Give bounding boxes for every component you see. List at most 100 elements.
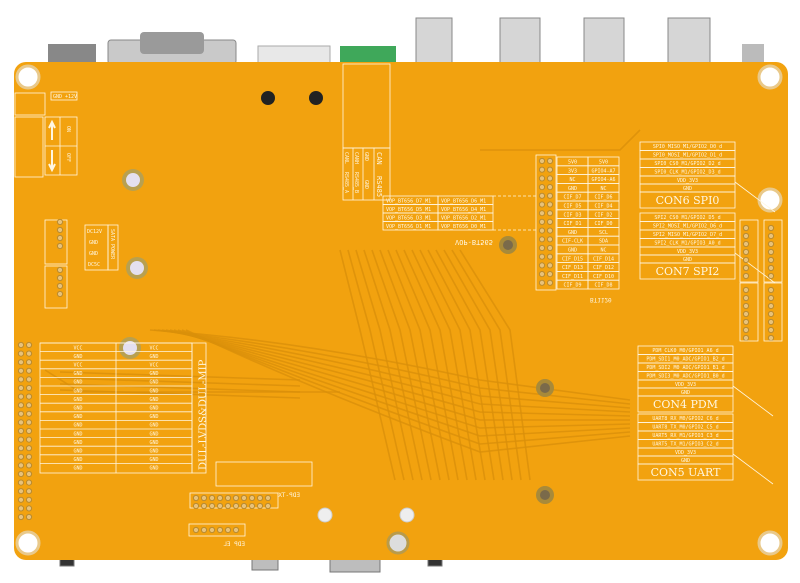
rs485-pin-label: GND xyxy=(363,180,369,189)
header-pin xyxy=(538,184,546,191)
mounting-hole xyxy=(15,530,41,556)
header-pin xyxy=(767,256,775,264)
header-pin xyxy=(538,271,546,278)
lvds-pin-label: GND xyxy=(149,406,158,412)
lvds-pin-label: GND xyxy=(73,406,82,412)
vop-pin-label: VOP_BT656_D3_M1 xyxy=(386,215,431,221)
lvds-pin-label: GND xyxy=(73,397,82,403)
header-pin xyxy=(17,513,25,521)
connector-block xyxy=(48,44,96,64)
header-pin xyxy=(17,367,25,374)
lvds-pin-label: GND xyxy=(149,354,158,360)
trace xyxy=(347,249,405,481)
header-pin xyxy=(17,410,25,417)
header-pin xyxy=(767,264,775,272)
connector-pin-label: SPI2_MOSI_M1/GPIO2_D6_d xyxy=(653,224,722,230)
cif-pin-label: CIF_D7 xyxy=(563,195,581,201)
board-surface xyxy=(14,62,788,560)
header-pin xyxy=(25,436,33,443)
connector-title: CON5 UART xyxy=(651,466,722,479)
header-pin xyxy=(546,210,554,217)
header-pin xyxy=(17,445,25,452)
header-pin xyxy=(546,253,554,260)
trace xyxy=(355,249,414,481)
vop-pin-label: VOP_BT656_D4_M1 xyxy=(441,207,486,213)
header-pin xyxy=(25,359,33,366)
header-pin xyxy=(546,184,554,191)
header-pin xyxy=(767,272,775,280)
vop-pin-label: VOP_BT656_D0_M1 xyxy=(441,224,486,230)
cif-pin-label: CIF_D14 xyxy=(593,256,614,262)
cif-pin-label: CIF_D0 xyxy=(594,221,612,227)
connector-pin-label: VDD_3V3 xyxy=(677,249,698,255)
sata-pin-label: GND xyxy=(89,251,98,257)
header-pin xyxy=(742,286,750,294)
header-pin xyxy=(742,256,750,264)
lvds-title: DUL-LVDS&DUL-MIP xyxy=(198,359,209,470)
header-pin xyxy=(546,201,554,208)
connector-pin-label: PDM_SDI2_M0_ADC/GPIO1_B1_d xyxy=(646,365,724,371)
header-pin xyxy=(56,266,64,274)
vop-pin-label: VOP_BT656_D2_M1 xyxy=(441,215,486,221)
lvds-pin-label: GND xyxy=(73,414,82,420)
connector-pin-label: SPI2_CLK_M1/GPIO3_A0_d xyxy=(654,241,720,247)
cif-pin-label: GND xyxy=(568,248,577,254)
header-pin xyxy=(17,470,25,478)
top-connectors xyxy=(48,17,764,65)
header-pin xyxy=(538,201,546,208)
connector-pin-label: UART8_TX_M0/GPIO2_C5_d xyxy=(652,425,718,431)
trace xyxy=(427,249,495,481)
pad xyxy=(317,507,333,523)
lvds-pin-label: GND xyxy=(73,431,82,437)
header-pin xyxy=(200,494,208,502)
cif-pin-label: CIF_D11 xyxy=(562,274,583,280)
standoff xyxy=(540,383,550,393)
header-pin xyxy=(208,494,216,502)
header-pin xyxy=(742,310,750,318)
header-pin xyxy=(538,157,546,165)
db9-shell xyxy=(140,32,204,54)
header-pin xyxy=(538,227,546,234)
header-pin xyxy=(224,502,232,510)
header-pin xyxy=(538,192,546,199)
lvds-pin-label: GND xyxy=(149,388,158,394)
header-pin xyxy=(17,427,25,435)
sata-pin-label: DC5C xyxy=(88,262,100,268)
connector-pin-label: GND xyxy=(681,458,690,464)
header-pin xyxy=(256,494,264,502)
connector-pin-label: SPI2_CS0_M1/GPIO2_D5_d xyxy=(654,215,720,221)
lvds-pin-label: GND xyxy=(73,457,82,463)
header-pin xyxy=(767,224,775,232)
header-pin xyxy=(25,393,33,400)
trace xyxy=(403,249,468,481)
lvds-pin-label: GND xyxy=(73,466,82,472)
lvds-pin-label: VCC xyxy=(149,363,158,369)
bnc-connector xyxy=(583,17,625,65)
standoff xyxy=(540,490,550,500)
connector-pin-label: GND xyxy=(683,257,692,263)
header-pin xyxy=(224,526,232,534)
mounting-hole xyxy=(757,530,783,556)
header-pin xyxy=(56,234,64,242)
connector-title: CON4 PDM xyxy=(653,398,718,411)
trace xyxy=(59,383,301,393)
cif-pin-label: GPIO4-A7 xyxy=(591,168,615,174)
connector-pin-label: UART8_RX_M0/GPIO2_C6_d xyxy=(652,416,718,422)
header-pin xyxy=(248,502,256,510)
header-pin xyxy=(546,227,554,234)
lvds-pin-label: GND xyxy=(73,449,82,455)
pin-headers xyxy=(17,154,783,534)
lvds-pin-label: GND xyxy=(149,380,158,386)
edp-tx-label: EDP-TX xyxy=(278,492,300,499)
lvds-pin-label: VCC xyxy=(73,345,82,351)
copper-traces xyxy=(44,129,641,481)
header-pin xyxy=(56,242,64,250)
trace xyxy=(435,249,504,481)
trace xyxy=(395,249,459,481)
lvds-pin-label: GND xyxy=(73,380,82,386)
cif-pin-label: SCL xyxy=(599,230,608,236)
header-pin xyxy=(25,505,33,512)
trace xyxy=(443,249,513,481)
mounting-hole xyxy=(757,187,783,213)
